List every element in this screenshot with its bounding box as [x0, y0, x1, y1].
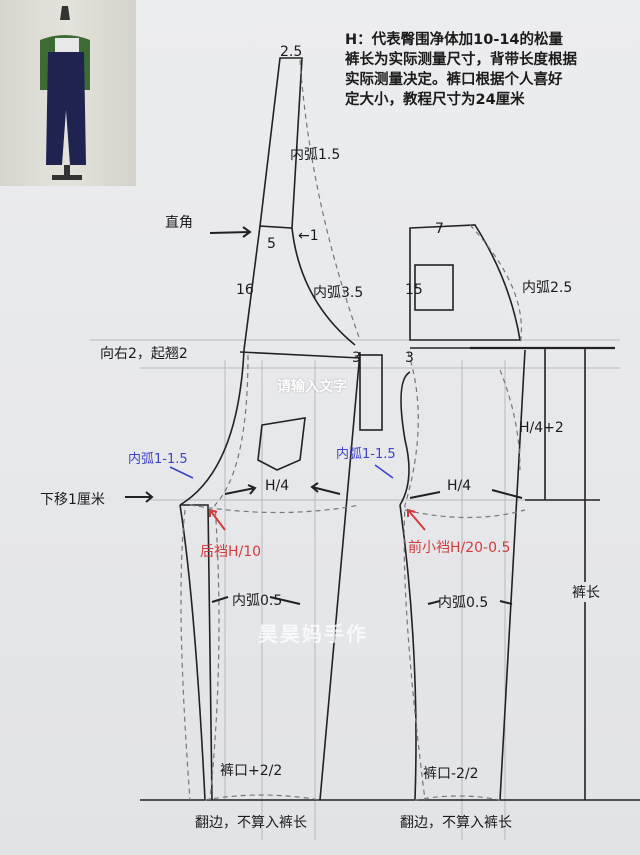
arrows — [125, 226, 523, 605]
back-inner-curve-label: 内弧1.5 — [290, 147, 341, 163]
front-bib-height-label: 15 — [405, 282, 423, 298]
front-side-label: 3 — [405, 350, 414, 366]
front-piece — [399, 224, 615, 801]
back-hem-label: 裤口+2/2 — [220, 763, 283, 779]
back-crotch-curve-label: 内弧1-1.5 — [128, 452, 188, 467]
watermark: 昊昊妈手作 — [258, 622, 368, 646]
back-height-label: 16 — [236, 282, 254, 298]
back-side-label: 3 — [352, 350, 361, 366]
right-angle-label: 直角 — [165, 215, 193, 231]
front-crotch-curve-label: 内弧1-1.5 — [336, 447, 396, 462]
front-hip-label: H/4 — [447, 478, 472, 494]
note-line: 裤长为实际测量尺寸，背带长度根据 — [345, 52, 577, 68]
front-bib-width-label: 7 — [435, 221, 444, 237]
instruction-note: H：代表臀围净体加10-14的松量 裤长为实际测量尺寸，背带长度根据 实际测量决… — [345, 30, 577, 110]
rise-label: H/4+2 — [519, 420, 564, 436]
back-piece — [140, 57, 640, 801]
strap-5-label: 5 — [267, 236, 276, 252]
overalls-figure-icon — [40, 6, 90, 180]
front-hem-label: 裤口-2/2 — [423, 766, 479, 782]
front-bib-curve-label: 内弧2.5 — [522, 280, 573, 296]
back-crotch-label: 后裆H/10 — [200, 544, 262, 560]
note-line: H：代表臀围净体加10-14的松量 — [345, 32, 564, 48]
overalls-photo — [0, 0, 136, 186]
dashed-seam-lines — [180, 59, 526, 801]
red-arrows — [209, 508, 426, 531]
back-bib-curve-label: 内弧3.5 — [313, 285, 364, 301]
drop-label: 下移1厘米 — [40, 492, 105, 508]
waist-shift-label: 向右2，起翘2 — [100, 346, 188, 362]
length-label: 裤长 — [572, 582, 600, 602]
back-cuff-label: 翻边，不算入裤长 — [195, 815, 307, 831]
front-leg-curve-label: 内弧0.5 — [438, 595, 489, 611]
offset-label: ←1 — [298, 228, 319, 244]
placeholder-text: 请输入文字 — [277, 379, 347, 395]
back-leg-curve-label: 内弧0.5 — [232, 593, 283, 609]
strap-width-label: 2.5 — [280, 44, 303, 60]
note-line: 实际测量决定。裤口根据个人喜好 — [345, 72, 563, 88]
note-line: 定大小，教程尺寸为24厘米 — [345, 92, 525, 108]
blue-arrows — [169, 464, 394, 479]
front-cuff-label: 翻边，不算入裤长 — [400, 815, 512, 831]
front-crotch-label: 前小裆H/20-0.5 — [408, 540, 511, 556]
back-hip-label: H/4 — [265, 478, 290, 494]
